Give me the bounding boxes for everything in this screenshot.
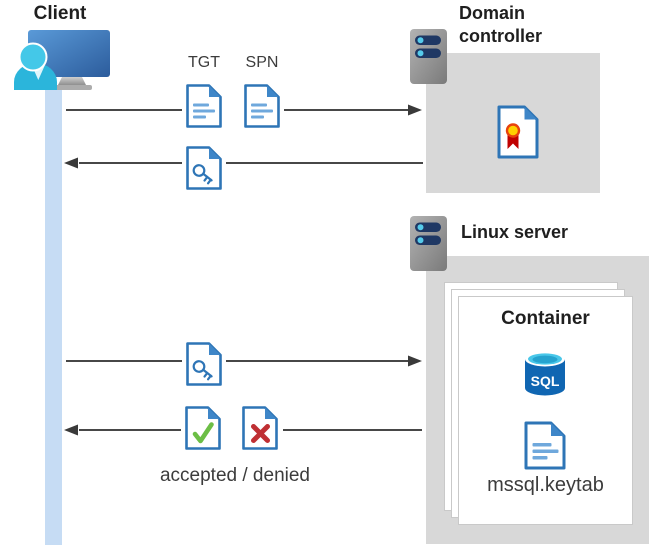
client-timeline-band <box>45 90 62 545</box>
keytab-label: mssql.keytab <box>487 474 604 496</box>
request-tgt-spn-arrow <box>66 104 422 116</box>
monitor-base <box>52 85 92 90</box>
monitor-stand <box>58 77 86 85</box>
client-icon <box>14 30 110 90</box>
domain-controller-server-icon <box>410 29 447 84</box>
linux-server-icon <box>410 216 447 271</box>
check-glyph <box>192 422 214 444</box>
keytab-document-icon <box>524 421 566 470</box>
service-ticket-request-arrow <box>66 355 422 367</box>
sql-server-icon: SQL <box>525 351 565 396</box>
ticket-key-document-icon <box>186 146 222 190</box>
tgt-document-icon <box>186 84 222 128</box>
accepted-document-icon <box>185 406 221 450</box>
spn-label: SPN <box>245 54 279 71</box>
container-page-front <box>458 296 633 525</box>
x-glyph <box>251 424 270 443</box>
tgt-label: TGT <box>188 54 220 71</box>
linux-server-label: Linux server <box>461 222 569 242</box>
denied-document-icon <box>242 406 278 450</box>
key-glyph <box>192 360 213 381</box>
person-head <box>18 42 48 72</box>
accepted-denied-label: accepted / denied <box>159 465 310 486</box>
certificate-icon <box>497 105 539 159</box>
sql-badge-text: SQL <box>531 373 560 389</box>
auth-result-arrow <box>64 424 422 436</box>
spn-document-icon <box>244 84 280 128</box>
person-body <box>14 63 57 90</box>
ticket-key-document-icon-2 <box>186 342 222 386</box>
container-label: Container <box>501 308 590 329</box>
key-glyph <box>192 164 213 185</box>
monitor-shape <box>28 30 110 77</box>
client-label: Client <box>33 3 87 24</box>
ticket-response-arrow <box>64 157 423 169</box>
domain-controller-label: Domain controller <box>459 3 543 46</box>
